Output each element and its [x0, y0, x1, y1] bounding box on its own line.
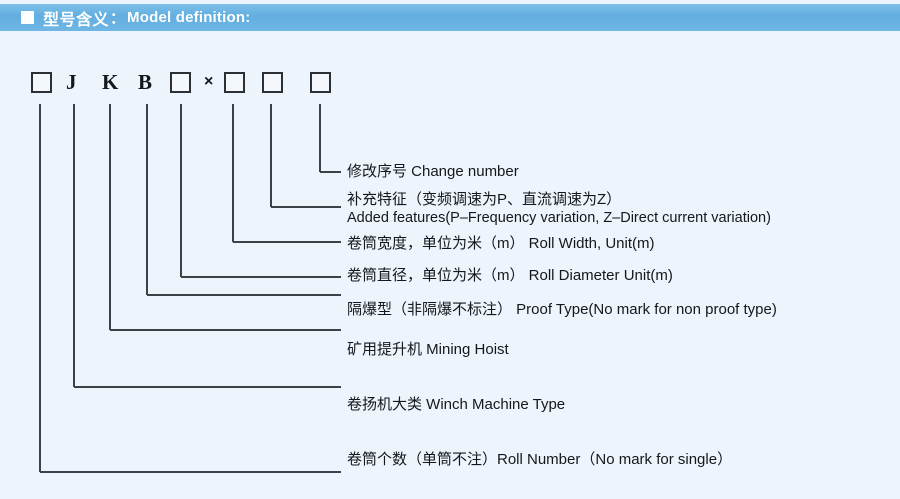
header-bar: 型号含义 ： Model definition: — [0, 4, 900, 31]
callout-label-added-features: 补充特征（变频调速为P、直流调速为Z） Added features(P–Freq… — [347, 190, 771, 228]
model-code-empty-box — [170, 70, 191, 94]
callout-label-text: 矿用提升机 Mining Hoist — [347, 341, 509, 358]
model-code-letter-glyph: K — [102, 69, 119, 94]
callout-label-roll-diameter: 卷筒直径，单位为米（m） Roll Diameter Unit(m) — [347, 266, 673, 285]
callout-label-text: Added features(P–Frequency variation, Z–… — [347, 210, 771, 226]
callout-label-text: 修改序号 Change number — [347, 163, 519, 180]
leader-line-added-features — [270, 104, 341, 208]
model-code-letter-b: B — [138, 70, 152, 94]
callout-label-text: 隔爆型（非隔爆不标注） Proof Type(No mark for non p… — [347, 301, 777, 318]
page-title-english: Model definition: — [127, 9, 251, 26]
model-code-letter-j: J — [66, 70, 77, 94]
empty-box-icon — [170, 71, 191, 93]
empty-box-icon — [310, 71, 331, 93]
model-code-multiply-symbol: × — [204, 70, 213, 94]
leader-line-winch-machine-type — [73, 104, 341, 388]
model-code-letter-glyph: B — [138, 69, 153, 94]
leader-line-roll-width — [232, 104, 341, 243]
callout-label-text: 卷筒直径，单位为米（m） Roll Diameter Unit(m) — [347, 267, 673, 284]
callout-label-proof-type: 隔爆型（非隔爆不标注） Proof Type(No mark for non p… — [347, 300, 777, 319]
leader-line-roll-number — [39, 104, 341, 473]
empty-box-icon — [31, 71, 52, 93]
model-code-empty-box — [262, 70, 283, 94]
empty-box-icon — [224, 71, 245, 93]
page-title-chinese: 型号含义 — [43, 11, 110, 29]
callout-label-text: 补充特征（变频调速为P、直流调速为Z） — [347, 191, 622, 208]
model-code-empty-box — [31, 70, 52, 94]
model-code-empty-box — [310, 70, 331, 94]
callout-label-text: 卷筒个数（单筒不注）Roll Number（No mark for single… — [347, 451, 733, 468]
callout-label-winch-machine-type: 卷扬机大类 Winch Machine Type — [347, 395, 565, 414]
title-separator: ： — [110, 10, 126, 27]
model-code-letter-k: K — [102, 70, 118, 94]
multiply-icon: × — [204, 73, 214, 90]
callout-label-mining-hoist: 矿用提升机 Mining Hoist — [347, 340, 509, 359]
callout-label-change-number: 修改序号 Change number — [347, 162, 519, 181]
callout-label-roll-number: 卷筒个数（单筒不注）Roll Number（No mark for single… — [347, 450, 732, 469]
header-bullet-icon — [21, 11, 34, 24]
empty-box-icon — [262, 71, 283, 93]
leader-line-roll-diameter — [180, 104, 341, 278]
callout-label-text: 卷扬机大类 Winch Machine Type — [347, 396, 566, 413]
model-code-empty-box — [224, 70, 245, 94]
model-code-letter-glyph: J — [66, 69, 77, 94]
leader-line-mining-hoist — [109, 104, 341, 331]
leader-line-change-number — [319, 104, 341, 173]
callout-label-text: 卷筒宽度，单位为米（m） Roll Width, Unit(m) — [347, 235, 655, 252]
leader-line-proof-type — [146, 104, 341, 296]
callout-label-roll-width: 卷筒宽度，单位为米（m） Roll Width, Unit(m) — [347, 234, 655, 253]
